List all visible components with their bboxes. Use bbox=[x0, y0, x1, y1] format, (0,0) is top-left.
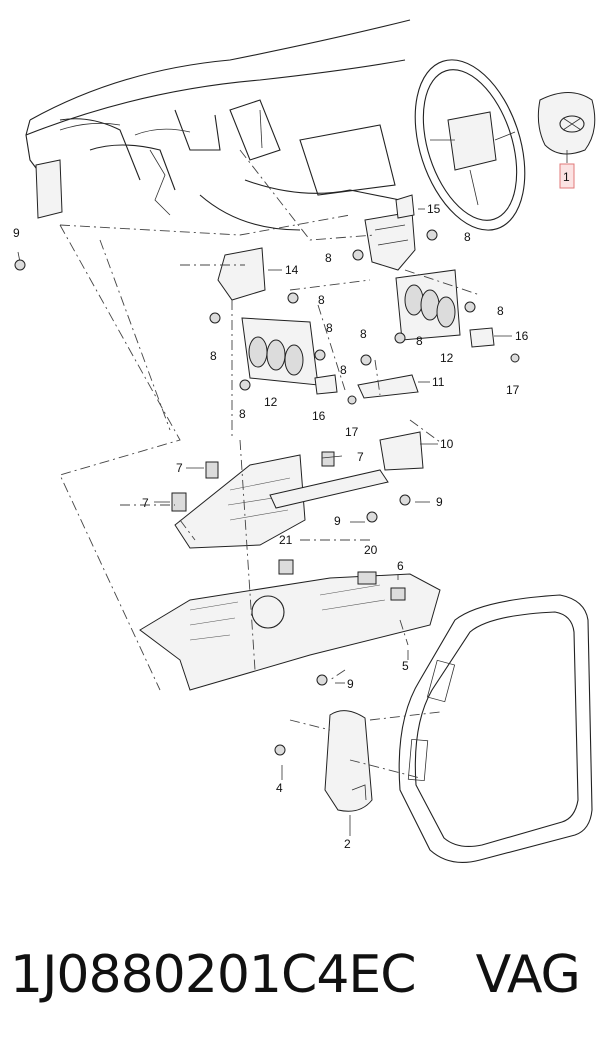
screw-fasteners bbox=[14, 229, 520, 756]
part-number-footer: 1J0880201C4EC VAG bbox=[10, 930, 590, 1020]
callout-10: 10 bbox=[440, 437, 454, 451]
callout-9: 9 bbox=[347, 677, 354, 691]
knee-bolster-frame bbox=[398, 594, 593, 863]
steering-wheel bbox=[414, 59, 526, 231]
callout-6: 6 bbox=[397, 559, 404, 573]
dashboard-outline bbox=[25, 19, 411, 231]
callout-8: 8 bbox=[318, 293, 325, 307]
assembly-lines bbox=[59, 149, 481, 779]
callout-4: 4 bbox=[276, 781, 283, 795]
callout-12: 12 bbox=[264, 395, 278, 409]
callout-8: 8 bbox=[464, 230, 471, 244]
callout-12: 12 bbox=[440, 351, 454, 365]
callout-8: 8 bbox=[239, 407, 246, 421]
callout-14: 14 bbox=[285, 263, 299, 277]
part-number: 1J0880201C4EC bbox=[10, 945, 417, 1005]
callout-labels: 1 2 4 5 6 7 7 7 8 8 8 8 8 8 8 8 8 8 9 9 … bbox=[13, 170, 570, 851]
callout-2: 2 bbox=[344, 837, 351, 851]
brand-name: VAG bbox=[475, 945, 581, 1005]
callout-8: 8 bbox=[416, 334, 423, 348]
callout-1: 1 bbox=[563, 170, 570, 184]
lower-trim-panel bbox=[174, 454, 389, 549]
callout-9: 9 bbox=[13, 226, 20, 240]
callout-7: 7 bbox=[176, 461, 183, 475]
callout-17: 17 bbox=[506, 383, 520, 397]
callout-15: 15 bbox=[427, 202, 441, 216]
clip-parts bbox=[314, 327, 495, 471]
callout-8: 8 bbox=[325, 251, 332, 265]
callout-11: 11 bbox=[432, 375, 445, 389]
small-parts-20-21-6 bbox=[278, 559, 406, 601]
callout-17: 17 bbox=[345, 425, 359, 439]
callout-9: 9 bbox=[436, 495, 443, 509]
clip-7-set bbox=[171, 451, 335, 512]
exploded-parts-diagram: 1 2 4 5 6 7 7 7 8 8 8 8 8 8 8 8 8 8 9 9 … bbox=[13, 19, 596, 863]
mount-bracket-12-right bbox=[395, 269, 461, 341]
knee-airbag-part-2 bbox=[324, 710, 373, 812]
callout-7: 7 bbox=[142, 496, 149, 510]
callout-8: 8 bbox=[326, 321, 333, 335]
part-1-highlight bbox=[559, 163, 575, 189]
callout-8: 8 bbox=[360, 327, 367, 341]
callout-16: 16 bbox=[312, 409, 326, 423]
bracket-parts bbox=[217, 194, 416, 301]
mount-bracket-12-left bbox=[241, 317, 319, 386]
callout-21: 21 bbox=[279, 533, 293, 547]
airbag-module-part-1 bbox=[537, 92, 596, 155]
callout-16: 16 bbox=[515, 329, 529, 343]
callout-9: 9 bbox=[334, 514, 341, 528]
callout-7: 7 bbox=[357, 450, 364, 464]
callout-8: 8 bbox=[340, 363, 347, 377]
callout-8: 8 bbox=[497, 304, 504, 318]
glove-box-panel-part-5 bbox=[139, 573, 441, 691]
callout-5: 5 bbox=[402, 659, 409, 673]
callout-20: 20 bbox=[364, 543, 378, 557]
callout-8: 8 bbox=[210, 349, 217, 363]
